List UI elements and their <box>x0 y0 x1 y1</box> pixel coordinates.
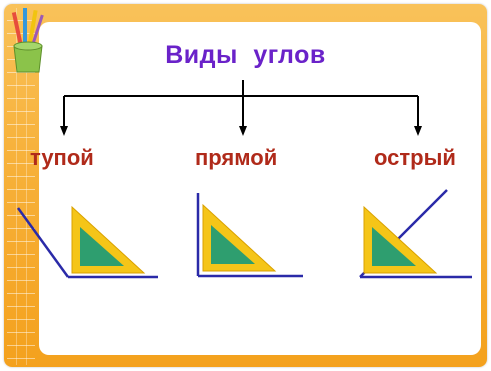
label-right: прямой <box>195 145 278 170</box>
arrow-down-icon <box>414 126 422 136</box>
obtuse-angle-figure <box>16 205 158 279</box>
diagram-title: Виды углов <box>165 41 326 69</box>
connector-tree <box>63 80 419 128</box>
arrow-down-icon <box>239 126 247 136</box>
arrow-down-icon <box>60 126 68 136</box>
acute-angle-figure <box>359 189 472 279</box>
slide-panel <box>39 22 481 355</box>
pencil-cup-icon <box>11 8 44 73</box>
right-angle-figure <box>196 193 303 278</box>
label-obtuse: тупой <box>30 145 94 170</box>
label-acute: острый <box>374 145 456 170</box>
